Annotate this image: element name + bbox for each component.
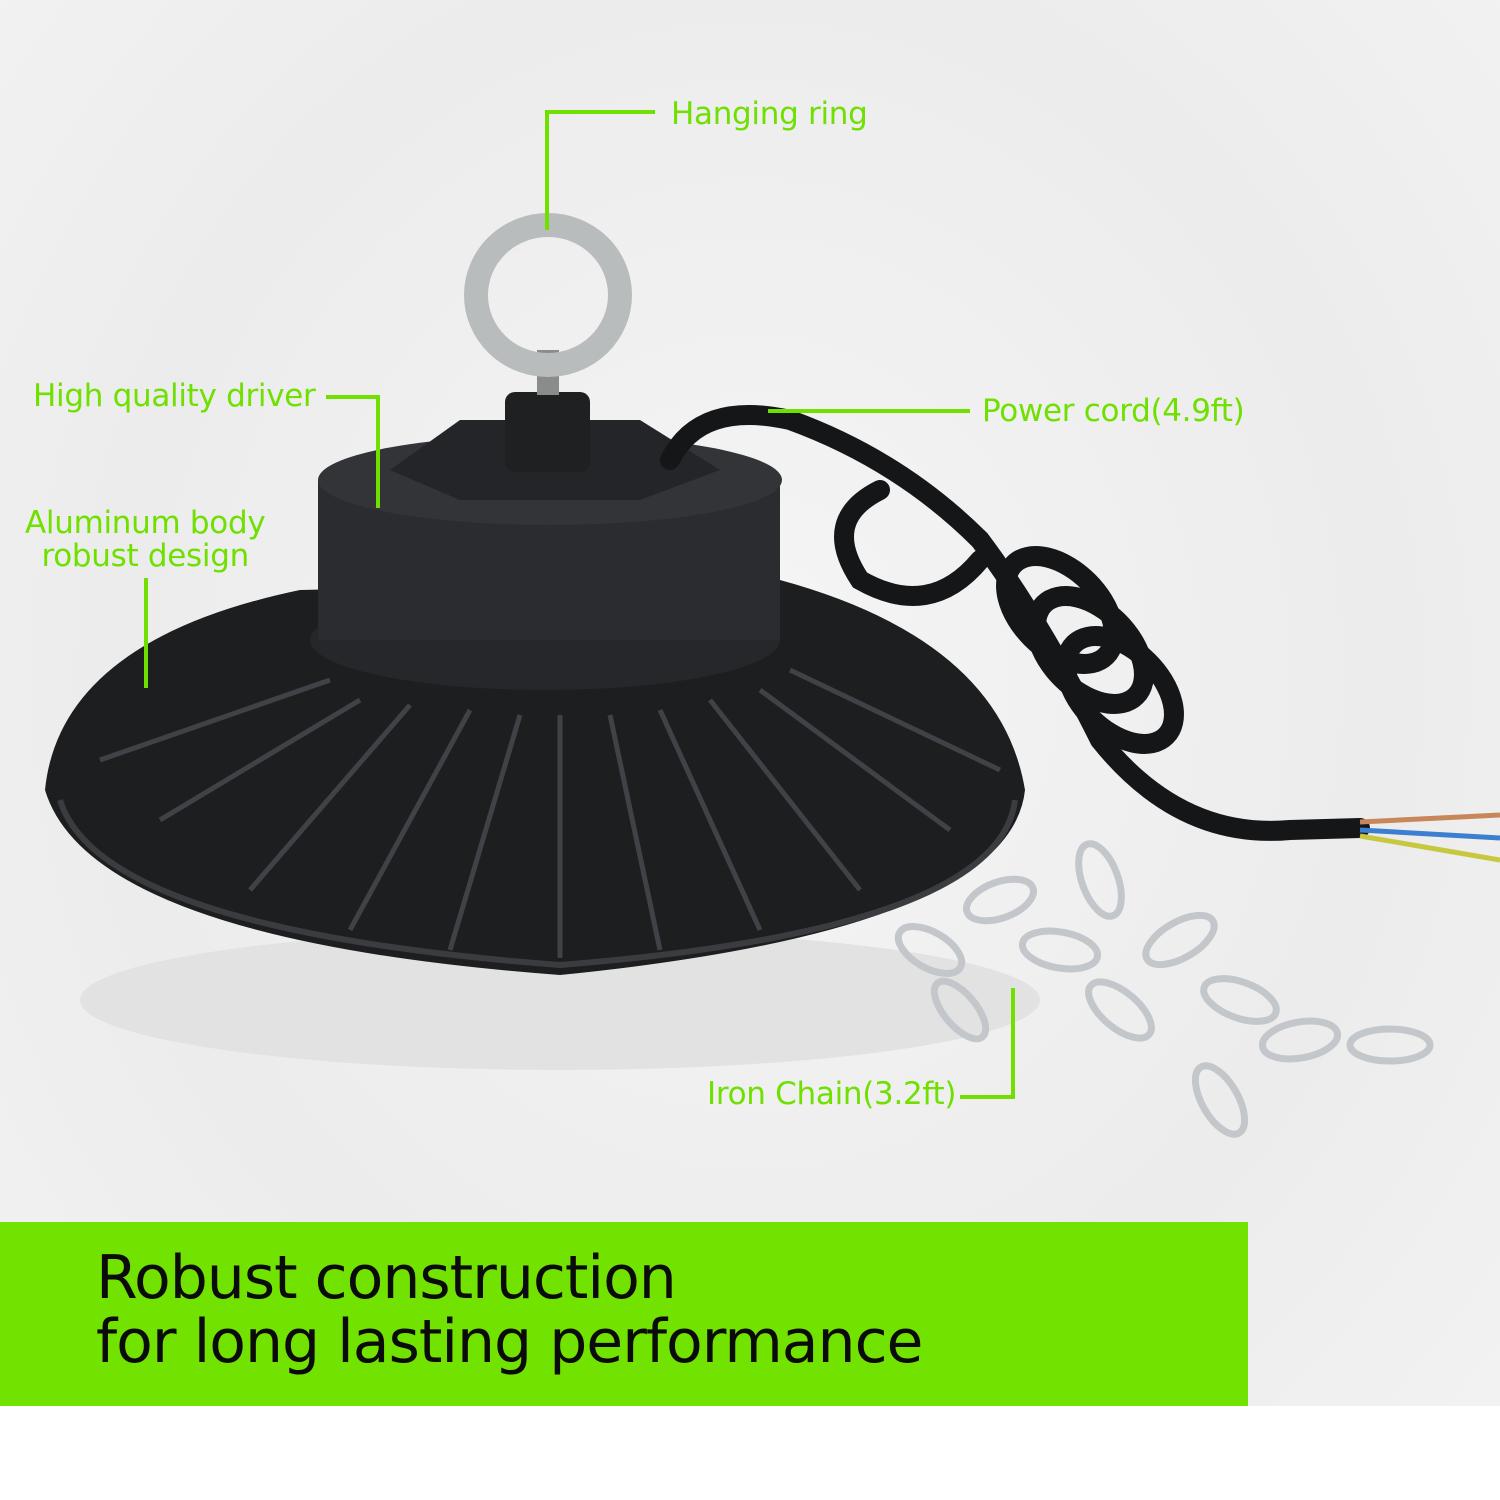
cord-wires [1359,812,1500,863]
headline-line1: Robust construction [96,1243,677,1313]
hanging-ring [464,213,632,395]
power-cord-label: Power cord(4.9ft) [982,393,1245,429]
aluminum-heatsink [45,580,1025,975]
power-cord [660,405,1370,841]
iron-chain-leader [1011,988,1015,1099]
iron-chain-label: Iron Chain(3.2ft) [707,1076,957,1112]
driver-label: High quality driver [33,378,316,414]
driver-housing [310,392,782,690]
headline-banner [0,1222,1248,1406]
body-leader [144,578,148,688]
driver-leader [376,395,380,508]
body-label-line2: robust design [41,538,249,574]
body-label-line1: Aluminum body [25,505,266,541]
power-cord-leader [768,409,970,413]
driver-leader [326,395,380,399]
iron-chain-leader [960,1095,1015,1099]
hanging-ring-label: Hanging ring [671,96,868,132]
high-bay-light-photo [45,213,1500,1138]
hanging-ring-leader [545,110,655,114]
bottom-margin [0,1406,1500,1500]
headline-line2: for long lasting performance [96,1307,923,1377]
iron-chain [894,840,1434,1138]
hanging-ring-leader [545,110,549,230]
headline-text: Robust construction for long lasting per… [96,1243,923,1377]
product-shadow [80,930,1040,1070]
body-label: Aluminum body robust design [25,505,266,574]
